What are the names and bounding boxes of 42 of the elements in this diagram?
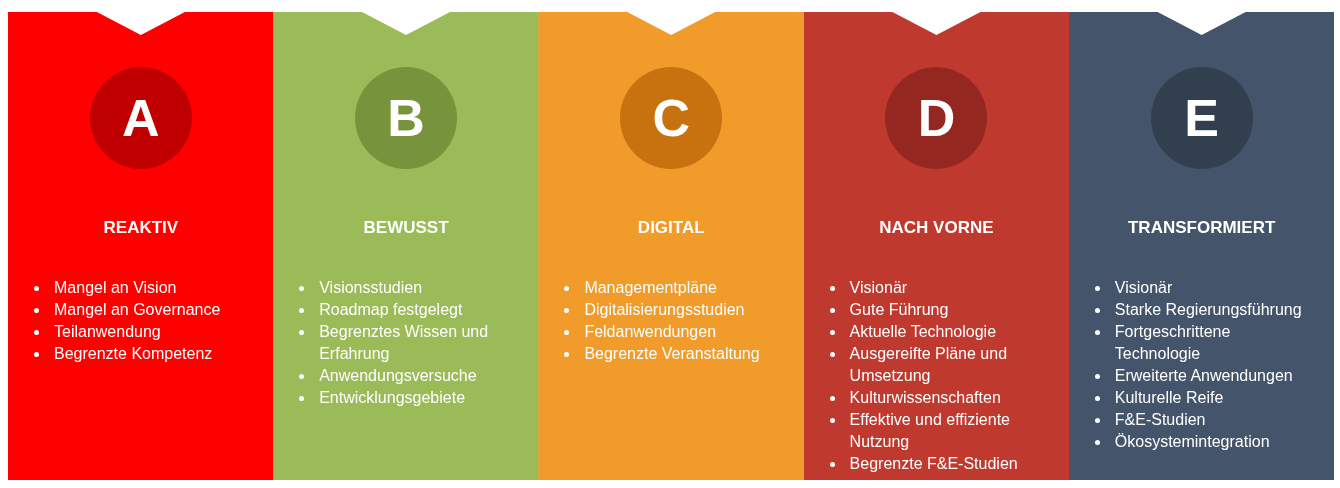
list-item: Ökosystemintegration xyxy=(1114,432,1271,452)
stage-title: TRANSFORMIERT xyxy=(1126,218,1277,238)
list-item: Kulturelle Reife xyxy=(1114,388,1225,408)
list-item: Feldanwendungen xyxy=(584,322,718,342)
stage-badge: D xyxy=(885,67,988,169)
list-item: Begrenzte Kompetenz xyxy=(54,344,214,364)
stage-title: DIGITAL xyxy=(636,218,706,238)
list-item: Gute Führung xyxy=(849,300,950,320)
list-item: Begrenzte Veranstaltung xyxy=(584,344,761,364)
list-item: Digitalisierungsstudien xyxy=(584,300,746,320)
stage-column xyxy=(1068,12,1335,480)
list-item: Fortgeschrittene Technologie xyxy=(1114,322,1232,364)
list-item: Begrenztes Wissen und Erfahrung xyxy=(319,322,490,364)
list-item: Visionär xyxy=(1114,278,1174,298)
stage-column xyxy=(538,12,805,480)
stage-badge: A xyxy=(89,67,192,169)
list-item: Kulturwissenschaften xyxy=(849,388,1002,408)
list-item: Teilanwendung xyxy=(54,322,162,342)
list-item: Visionär xyxy=(849,278,909,298)
list-item: Entwicklungsgebiete xyxy=(319,388,467,408)
stage-badge: B xyxy=(355,67,458,169)
list-item: Ausgereifte Pläne und Umsetzung xyxy=(849,344,1009,386)
list-item: Starke Regierungsführung xyxy=(1114,300,1303,320)
stage-badge: E xyxy=(1150,67,1253,169)
list-item: Mangel an Vision xyxy=(54,278,178,298)
list-item: F&E-Studien xyxy=(1114,410,1207,430)
list-item: Mangel an Governance xyxy=(54,300,222,320)
stage-column xyxy=(273,12,539,480)
stage-title: REAKTIV xyxy=(102,218,180,238)
stage-column xyxy=(8,12,274,480)
list-item: Roadmap festgelegt xyxy=(319,300,464,320)
list-item: Erweiterte Anwendungen xyxy=(1114,366,1294,386)
stage-column xyxy=(803,12,1070,480)
list-item: Anwendungsversuche xyxy=(319,366,478,386)
list-item: Begrenzte F&E-Studien xyxy=(849,454,1019,474)
list-item: Managementpläne xyxy=(584,278,718,298)
list-item: Effektive und effiziente Nutzung xyxy=(849,410,1011,452)
list-item: Visionsstudien xyxy=(319,278,424,298)
list-item: Aktuelle Technologie xyxy=(849,322,998,342)
stage-title: NACH VORNE xyxy=(878,218,995,238)
stage-title: BEWUSST xyxy=(362,218,450,238)
stage-badge: C xyxy=(620,67,723,169)
